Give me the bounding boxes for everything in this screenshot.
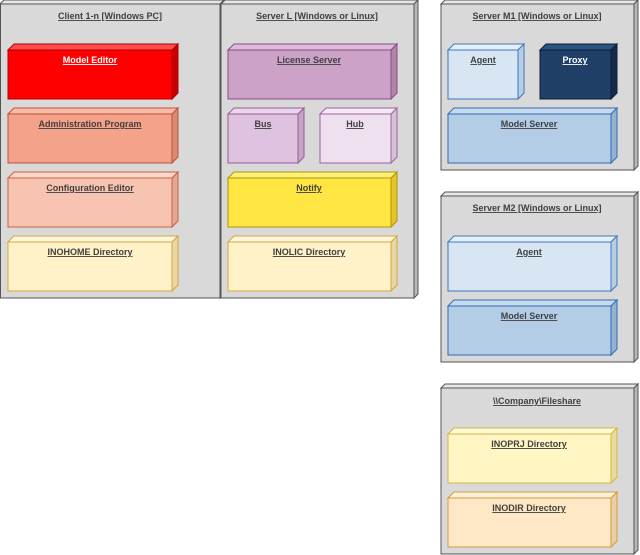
component-side-face — [610, 298, 618, 357]
component-bus[interactable]: Bus — [226, 106, 306, 165]
component-label: Hub — [346, 119, 364, 129]
component-front-face — [227, 241, 392, 292]
component-top-face — [318, 107, 399, 115]
component-top-face — [446, 299, 619, 307]
component-label: INODIR Directory — [492, 503, 566, 513]
node-title: Server L [Windows or Linux] — [256, 11, 378, 21]
component-label: Notify — [296, 183, 322, 193]
component-front-face — [447, 433, 612, 484]
component-inoprj-directory[interactable]: INOPRJ Directory — [446, 426, 619, 485]
component-agent[interactable]: Agent — [446, 234, 619, 293]
component-side-face — [171, 42, 179, 101]
component-hub[interactable]: Hub — [318, 106, 399, 165]
component-side-face — [610, 42, 618, 101]
component-label: Configuration Editor — [46, 183, 134, 193]
component-front-face — [539, 49, 612, 100]
component-administration-program[interactable]: Administration Program — [6, 106, 180, 165]
node-top-face — [439, 0, 639, 5]
component-front-face — [227, 49, 392, 100]
component-side-face — [517, 42, 525, 101]
component-model-server[interactable]: Model Server — [446, 298, 619, 357]
component-top-face — [6, 235, 180, 243]
component-label: Agent — [516, 247, 542, 257]
component-top-face — [446, 235, 619, 243]
component-label: INOHOME Directory — [47, 247, 132, 257]
component-front-face — [7, 113, 173, 164]
node-title: \\Company\Fileshare — [493, 396, 581, 406]
node-side-face — [633, 382, 639, 555]
node-top-face — [439, 383, 640, 389]
node-top-face — [439, 191, 640, 197]
node-side-face — [413, 0, 419, 300]
component-model-server[interactable]: Model Server — [446, 106, 619, 165]
node-title: Client 1-n [Windows PC] — [58, 11, 162, 21]
component-license-server[interactable]: License Server — [226, 42, 399, 101]
component-front-face — [7, 49, 173, 100]
component-top-face — [538, 43, 619, 51]
component-side-face — [610, 426, 618, 485]
component-agent[interactable]: Agent — [446, 42, 526, 101]
component-side-face — [171, 170, 179, 229]
component-label: INOPRJ Directory — [491, 439, 567, 449]
component-side-face — [610, 490, 618, 549]
component-top-face — [6, 43, 180, 51]
component-front-face — [319, 113, 392, 164]
component-top-face — [6, 171, 180, 179]
component-side-face — [610, 234, 618, 293]
component-side-face — [390, 42, 398, 101]
component-top-face — [446, 107, 619, 115]
component-top-face — [446, 491, 619, 499]
component-label: Model Server — [501, 119, 558, 129]
component-model-editor[interactable]: Model Editor — [6, 42, 180, 101]
component-top-face — [226, 235, 399, 243]
node-title: Server M1 [Windows or Linux] — [473, 11, 602, 21]
component-label: Administration Program — [38, 119, 141, 129]
component-label: Agent — [470, 55, 496, 65]
component-front-face — [447, 113, 612, 164]
component-top-face — [226, 107, 306, 115]
component-label: Model Server — [501, 311, 558, 321]
component-front-face — [447, 497, 612, 548]
component-top-face — [446, 43, 526, 51]
component-side-face — [390, 106, 398, 165]
component-side-face — [297, 106, 305, 165]
node-side-face — [633, 0, 639, 172]
component-top-face — [226, 171, 399, 179]
component-label: Proxy — [562, 55, 587, 65]
component-top-face — [446, 427, 619, 435]
component-notify[interactable]: Notify — [226, 170, 399, 229]
component-inodir-directory[interactable]: INODIR Directory — [446, 490, 619, 549]
component-top-face — [226, 43, 399, 51]
node-side-face — [633, 190, 639, 364]
node-top-face — [0, 0, 225, 5]
component-label: License Server — [277, 55, 342, 65]
component-inohome-directory[interactable]: INOHOME Directory — [6, 234, 180, 293]
component-label: Model Editor — [63, 55, 118, 65]
component-front-face — [227, 177, 392, 228]
component-label: INOLIC Directory — [273, 247, 346, 257]
component-front-face — [447, 49, 519, 100]
component-configuration-editor[interactable]: Configuration Editor — [6, 170, 180, 229]
component-inolic-directory[interactable]: INOLIC Directory — [226, 234, 399, 293]
component-side-face — [390, 234, 398, 293]
component-label: Bus — [254, 119, 271, 129]
component-side-face — [390, 170, 398, 229]
component-front-face — [447, 241, 612, 292]
component-side-face — [610, 106, 618, 165]
component-side-face — [171, 106, 179, 165]
component-front-face — [7, 177, 173, 228]
component-front-face — [227, 113, 299, 164]
node-title: Server M2 [Windows or Linux] — [473, 203, 602, 213]
component-proxy[interactable]: Proxy — [538, 42, 619, 101]
node-top-face — [219, 0, 419, 5]
component-top-face — [6, 107, 180, 115]
component-front-face — [7, 241, 173, 292]
component-front-face — [447, 305, 612, 356]
component-side-face — [171, 234, 179, 293]
